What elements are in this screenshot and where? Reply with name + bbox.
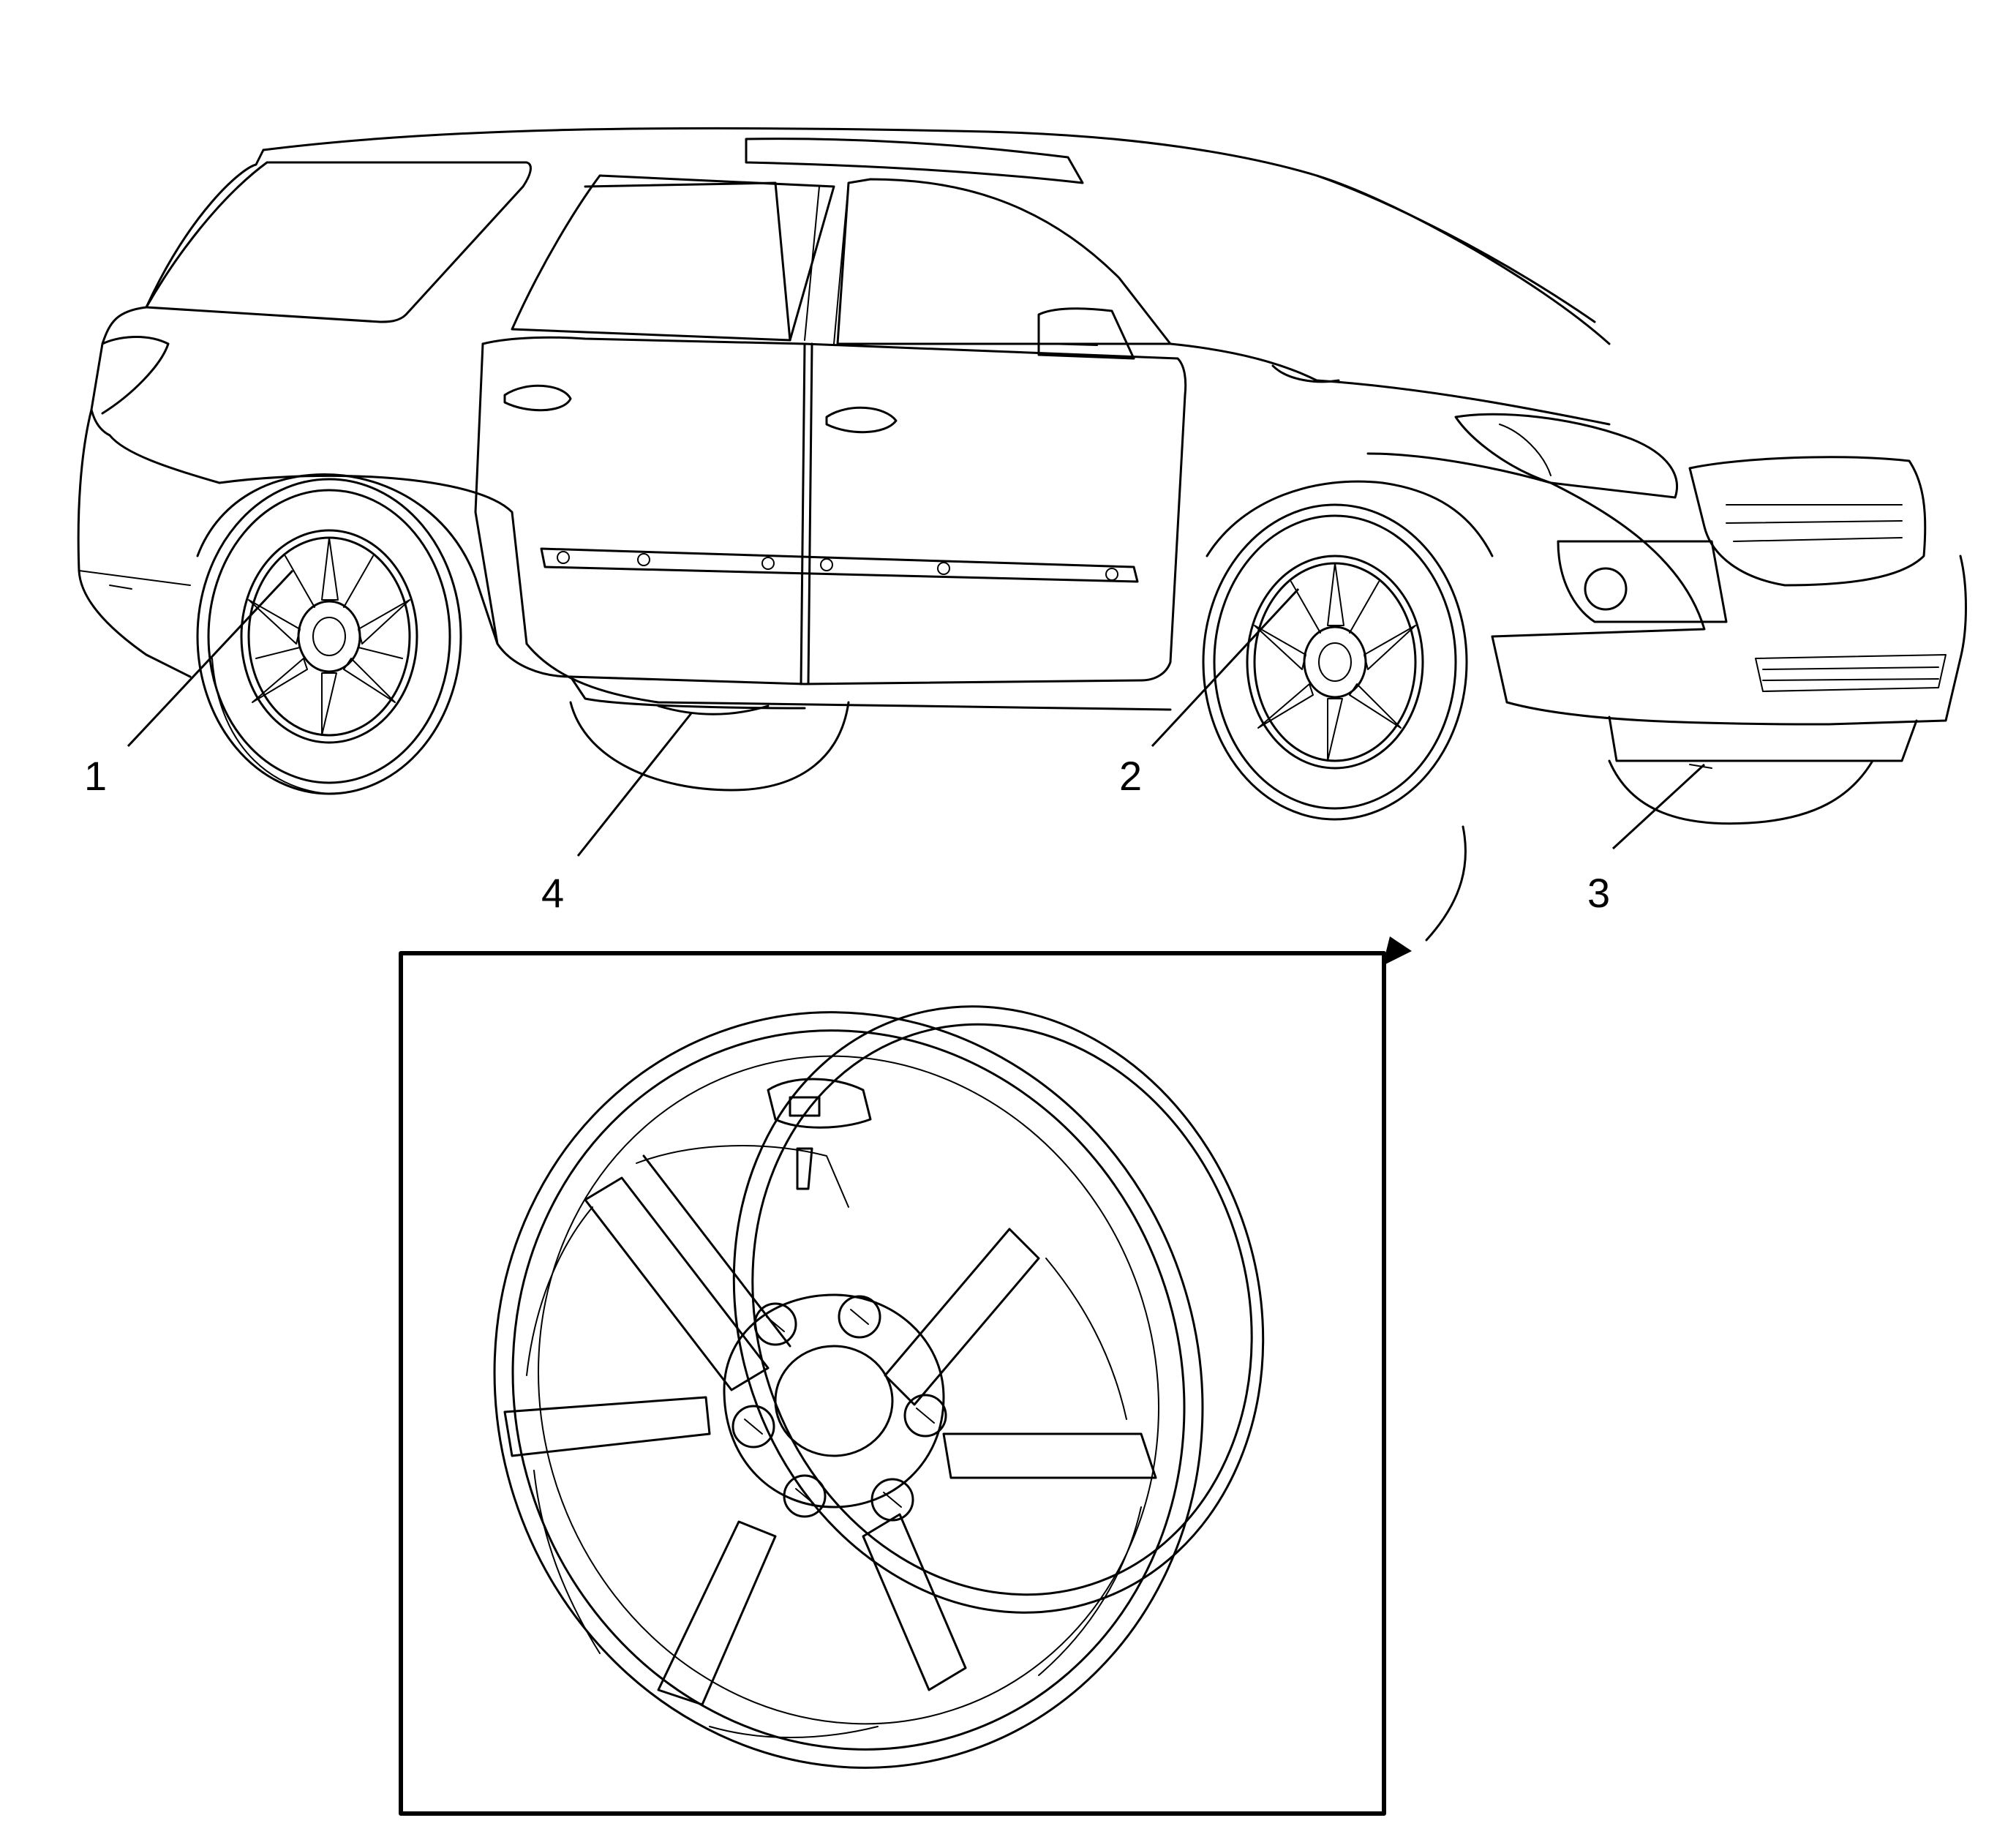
- wheel-detail-inset: [399, 951, 1386, 1816]
- vehicle-illustration: [77, 127, 1967, 825]
- tpms-sensor-icon: [767, 1078, 872, 1190]
- front-left-wheel: [1202, 503, 1468, 821]
- rear-left-wheel: [196, 478, 462, 795]
- callout-2-leader: [1151, 587, 1300, 748]
- callout-4-label: 4: [541, 870, 564, 916]
- callout-1-label: 1: [84, 753, 107, 799]
- callout-2-label: 2: [1119, 753, 1142, 799]
- callout-3-label: 3: [1587, 870, 1610, 916]
- callout-3-leader: [1611, 763, 1706, 850]
- callout-1-leader: [127, 569, 294, 748]
- wheel-hub: [723, 1293, 947, 1522]
- callout-4-leader: [576, 713, 693, 857]
- curved-arrow-icon: [1383, 825, 1467, 966]
